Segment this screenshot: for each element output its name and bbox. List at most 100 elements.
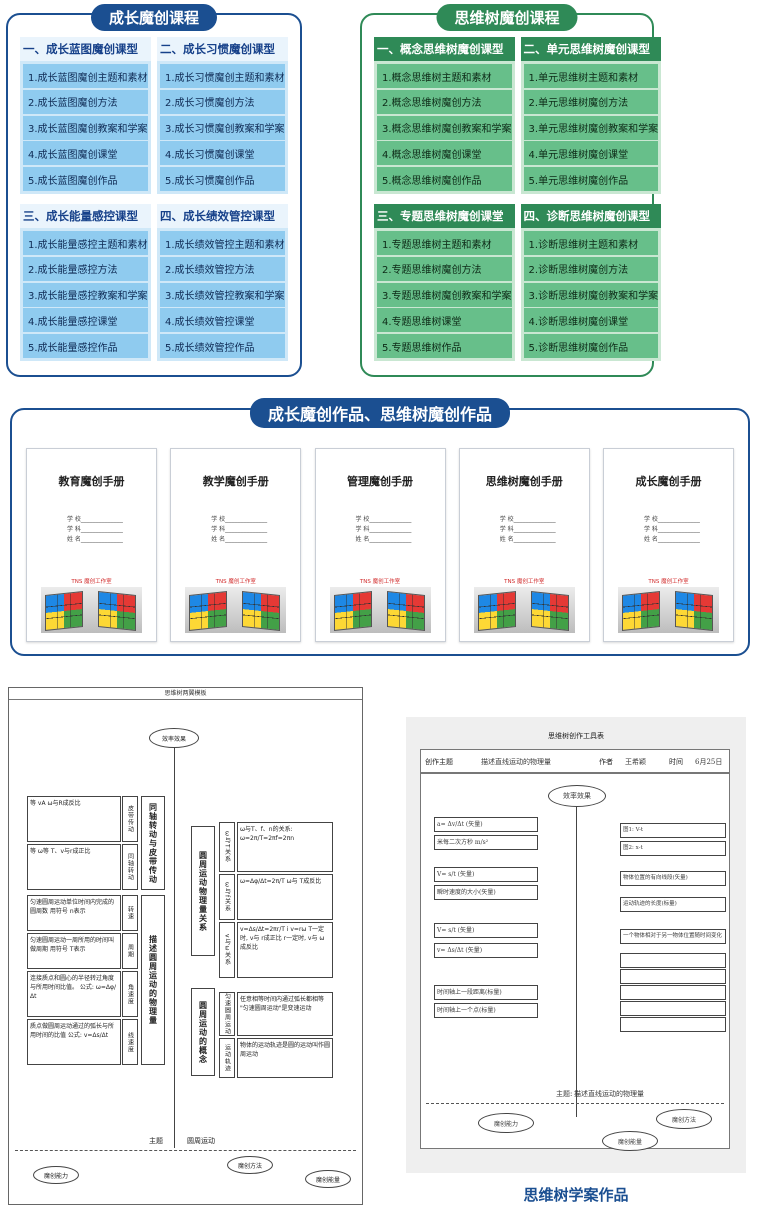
handbook-title: 管理魔创手册 (347, 475, 413, 488)
course-item: 5.成长能量感控作品 (23, 334, 148, 358)
right-divider (426, 1103, 724, 1104)
course-item: 5.诊断思维树魔创作品 (523, 334, 659, 358)
right-oval-method: 魔创方法 (656, 1109, 712, 1129)
course-item: 3.成长绩效管控教案和学案 (160, 282, 285, 307)
course-item: 1.成长习惯魔创主题和素材 (160, 64, 285, 88)
course-item: 4.专题思维树课堂 (377, 308, 512, 333)
label-v-w: v与ω关系 (219, 922, 235, 978)
course-item: 2.成长能量感控方法 (23, 256, 148, 281)
left-box-speed: 匀速圆周运动单位时间内完成的圆周数 用符号 n表示 (27, 895, 121, 931)
course-group-heading: 二、成长习惯魔创课型 (157, 37, 288, 61)
handbook-field: 姓 名______________ (499, 536, 556, 543)
handbook-field: 学 校______________ (499, 516, 556, 523)
right-oval-ability: 魔创能力 (478, 1113, 534, 1133)
time-value: 6月25日 (695, 758, 723, 766)
handbook-fields: 学 校______________学 科______________姓 名___… (356, 515, 412, 545)
left-box-coaxial: 等 ω等 T、v与r成正比 (27, 844, 121, 890)
course-item: 1.成长绩效管控主题和素材 (160, 231, 285, 255)
right-left-box: 瞬时速度的大小(矢量) (434, 885, 538, 900)
branch-coaxial-belt: 同轴转动与皮带传动 (141, 796, 165, 890)
handbook-title: 教学魔创手册 (202, 475, 269, 488)
label-uniform: 匀速圆周运动 (219, 992, 235, 1036)
right-right-box: 运动轨迹的长度(标量) (620, 897, 726, 912)
right-right-box (620, 953, 726, 968)
course-group-heading: 四、诊断思维树魔创课型 (520, 204, 662, 228)
rubiks-cube-icon (386, 591, 425, 631)
handbook-title: 思维树魔创手册 (485, 475, 563, 488)
right-box-3: v=Δs/Δt=2πr/T i v=rω T一定时, v与 r成正比 r一定时,… (237, 922, 333, 978)
handbook-fields: 学 校______________学 科______________姓 名___… (500, 515, 556, 545)
label-coaxial: 同轴转动 (122, 844, 138, 890)
handbook-cover: 教学魔创手册学 校______________学 科______________… (170, 448, 302, 642)
left-box-angular: 连接质点和圆心的半径转过角度与所用时间比值。 公式: ω=Δφ/Δt (27, 971, 121, 1017)
rubiks-cube-icon (530, 591, 569, 631)
left-subject: 圆周运动 (187, 1137, 215, 1145)
handbook-field: 姓 名______________ (211, 536, 268, 543)
label-angular: 角速度 (122, 971, 138, 1017)
author-value: 王希颖 (625, 758, 646, 766)
thinking-tree-tool-sheet: 思维树创作工具表 创作主题 描述直线运动的物理量 作者 王希颖 时间 6月25日… (406, 717, 746, 1173)
handbook-field: 学 科______________ (211, 526, 268, 533)
course-item: 1.成长蓝图魔创主题和素材 (23, 64, 148, 88)
right-box-4: 任意相等时间内通过弧长都相等 "匀速圆周运动"是变速运动 (237, 992, 333, 1036)
right-box-1: ω与T、f、n的关系: ω=2π/T=2πf=2πn (237, 822, 333, 872)
rubiks-cube-photo (473, 587, 575, 633)
course-item: 2.专题思维树魔创方法 (377, 256, 512, 281)
handbook-field: 姓 名______________ (644, 536, 700, 543)
course-item: 5.成长绩效管控作品 (160, 334, 285, 358)
growth-panel-title: 成长魔创课程 (90, 4, 218, 31)
rubiks-cube-icon (477, 591, 516, 631)
label-speed: 转速 (122, 895, 138, 931)
label-w-f: ω与f关系 (219, 874, 235, 920)
course-item: 5.专题思维树作品 (377, 334, 512, 358)
course-item: 3.单元思维树魔创教案和学案 (523, 115, 659, 140)
left-divider (15, 1150, 356, 1151)
right-sheet-info-row: 创作主题 描述直线运动的物理量 作者 王希颖 时间 6月25日 (420, 749, 730, 773)
course-item: 1.成长能量感控主题和素材 (23, 231, 148, 255)
right-left-box: v= Δs/Δt (矢量) (434, 943, 538, 958)
author-label: 作者 (599, 758, 613, 766)
right-right-box (620, 1017, 726, 1032)
right-sheet-header: 思维树创作工具表 (548, 732, 604, 740)
course-item: 5.概念思维树魔创作品 (377, 167, 512, 191)
handbook-field: 学 校______________ (644, 516, 700, 523)
right-left-box: a= Δv/Δt (矢量) (434, 817, 538, 832)
studio-label: TNS 魔创工作室 (648, 579, 689, 585)
works-panel-title: 成长魔创作品、思维树魔创作品 (249, 398, 511, 428)
work-caption: 思维树学案作品 (523, 1186, 629, 1204)
studio-label: TNS 魔创工作室 (504, 579, 545, 585)
course-item: 2.成长习惯魔创方法 (160, 89, 285, 114)
course-item: 5.成长蓝图魔创作品 (23, 167, 148, 191)
handbook-field: 姓 名______________ (67, 536, 123, 543)
handbook-title: 教育魔创手册 (58, 475, 125, 488)
right-right-box: 一个物体相对于另一物体位置随时间变化 (620, 929, 726, 944)
handbook-field: 学 校______________ (67, 516, 123, 523)
rubiks-cube-icon (98, 591, 136, 631)
course-group-heading: 三、成长能量感控课型 (20, 204, 151, 228)
left-oval-energy: 魔创能量 (305, 1170, 351, 1188)
course-item: 2.成长绩效管控方法 (160, 256, 285, 281)
course-item: 4.成长能量感控课堂 (23, 308, 148, 333)
rubiks-cube-photo (618, 587, 719, 633)
right-efficiency-oval: 效率效果 (548, 785, 606, 807)
rubiks-cube-photo (41, 587, 142, 633)
course-item: 4.概念思维树魔创课堂 (377, 141, 512, 166)
time-label: 时间 (669, 758, 683, 766)
trunk-line (174, 748, 175, 1148)
handbook-fields: 学 校______________学 科______________姓 名___… (67, 515, 123, 545)
course-group-heading: 二、单元思维树魔创课型 (520, 37, 662, 61)
rubiks-cube-icon (333, 591, 372, 631)
course-item: 4.单元思维树魔创课堂 (523, 141, 659, 166)
course-item: 4.成长习惯魔创课堂 (160, 141, 285, 166)
handbook-cover: 教育魔创手册学 校______________学 科______________… (26, 448, 157, 642)
